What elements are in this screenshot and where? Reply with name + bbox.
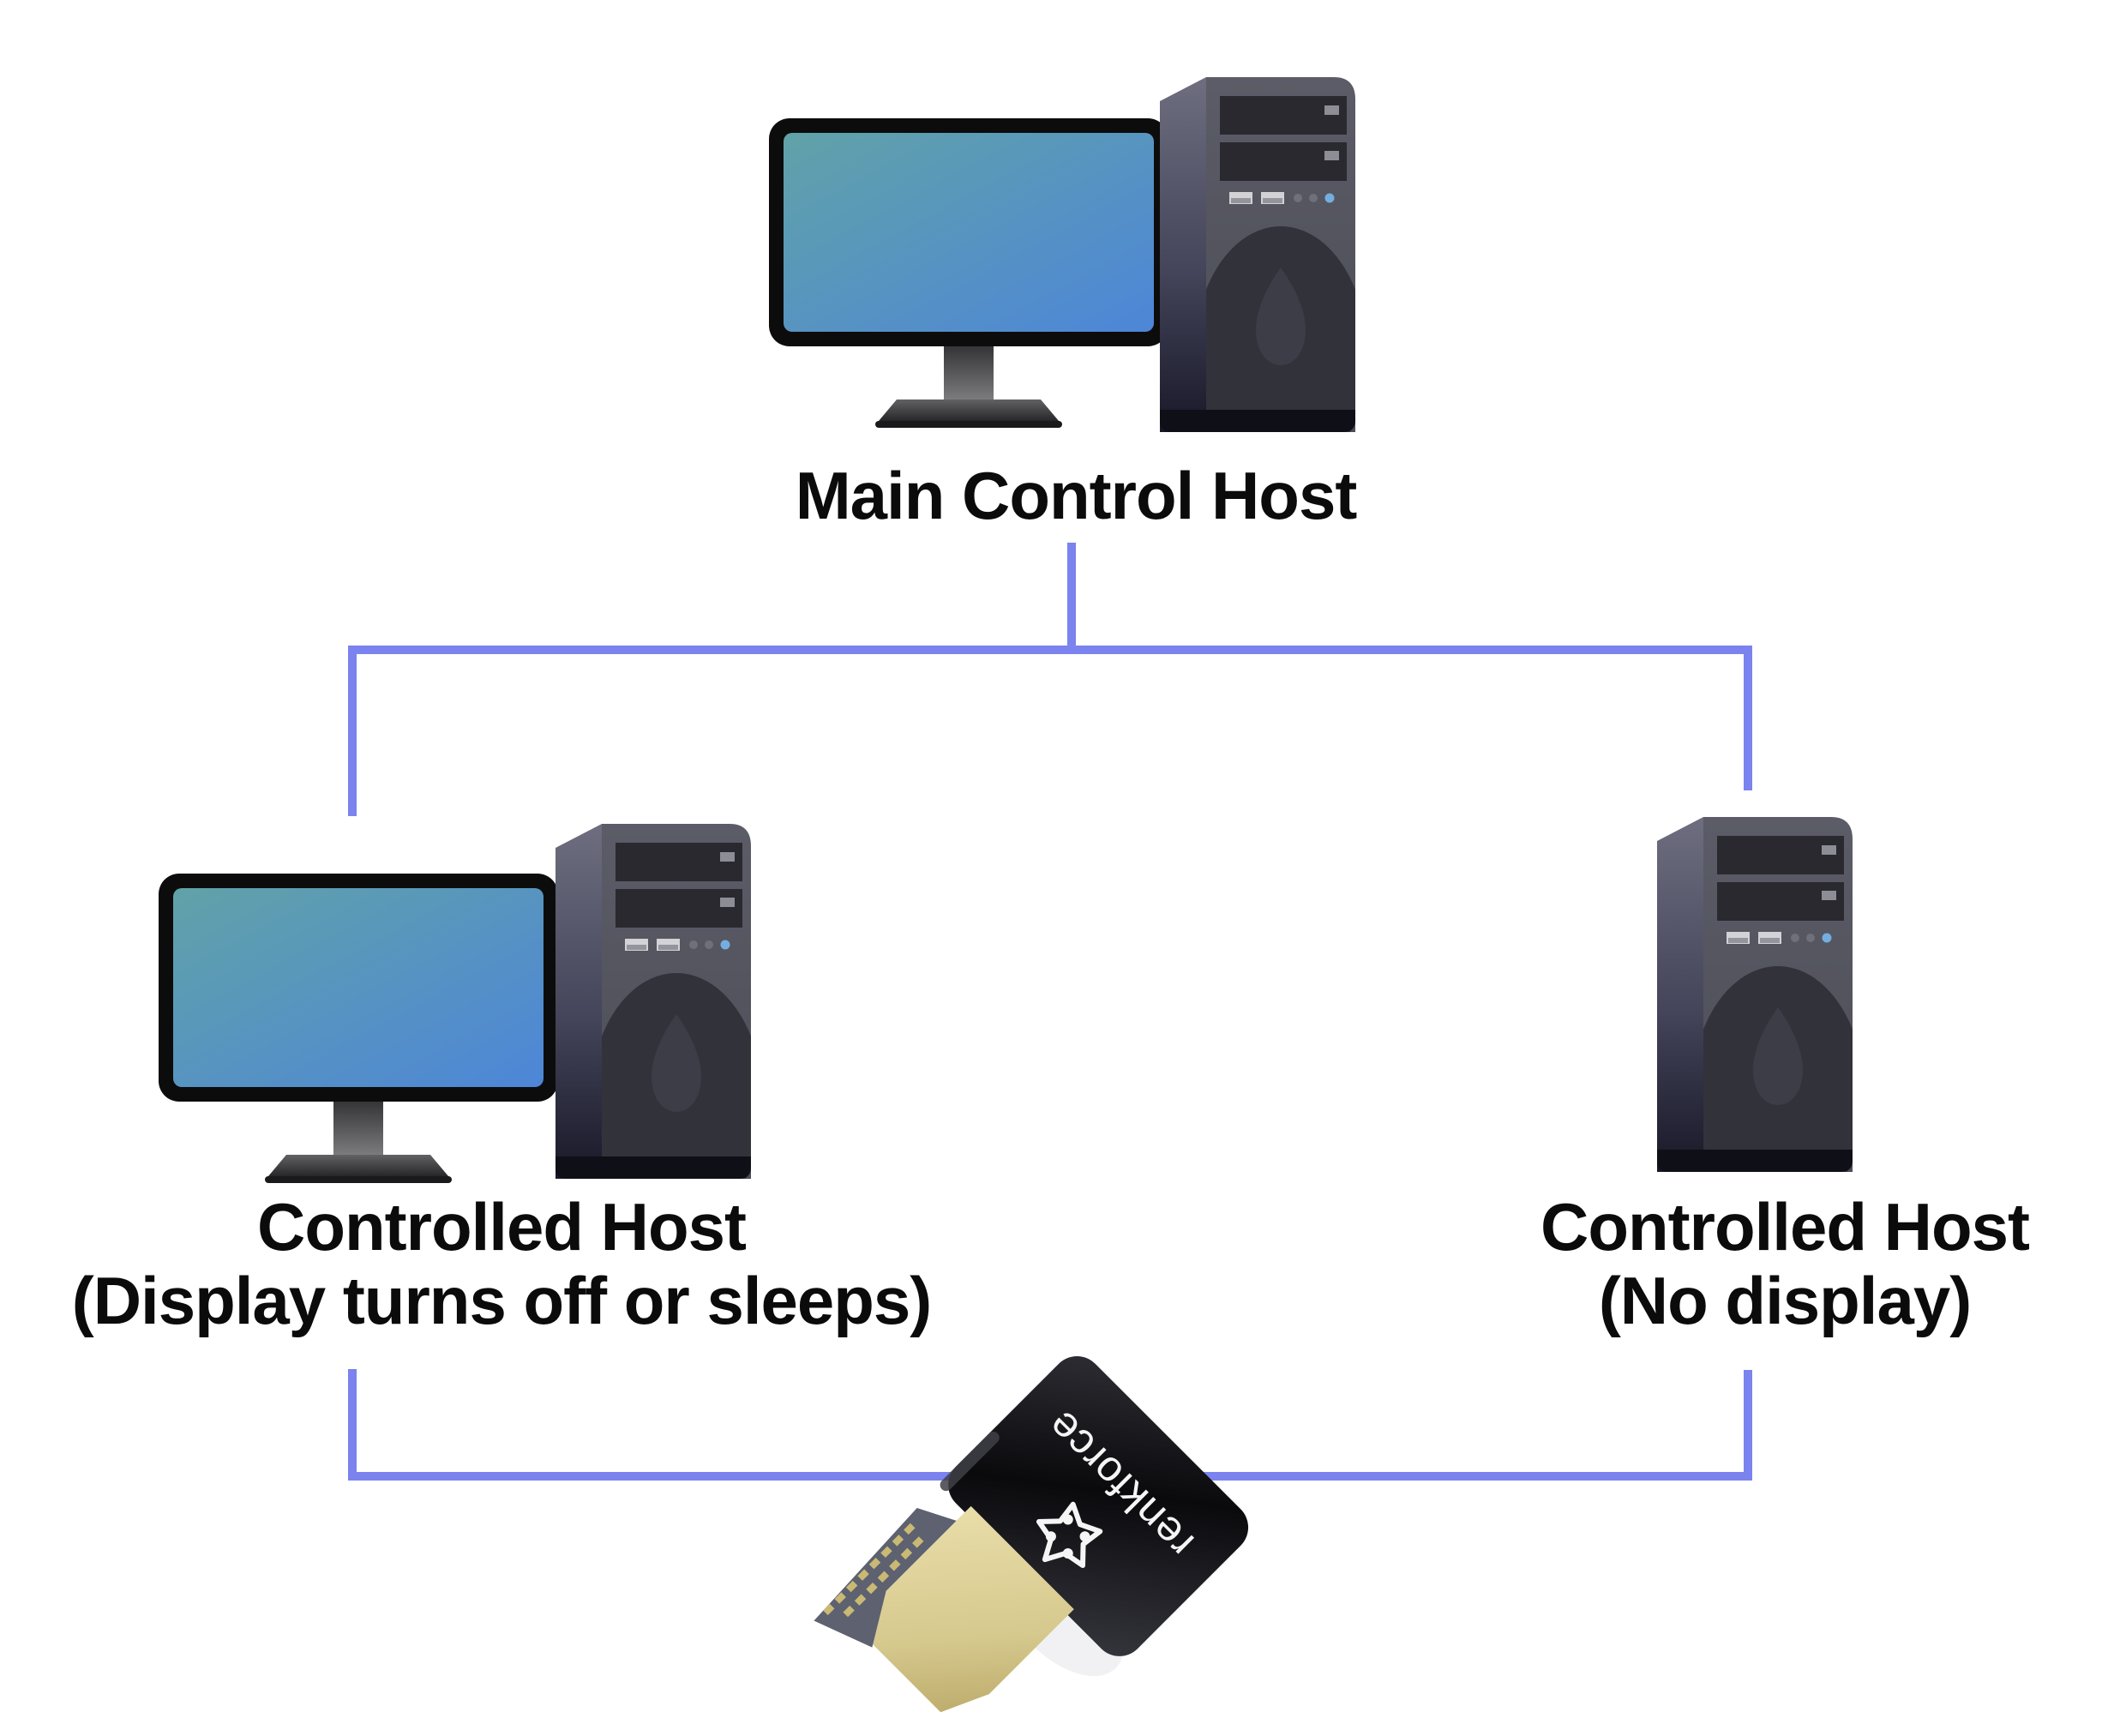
connection-line-main-drop	[1067, 543, 1076, 654]
connection-line-top-bus	[348, 646, 1752, 654]
controlled-host-right-illustration	[1650, 812, 1856, 1177]
label-line: Controlled Host	[1540, 1189, 2030, 1264]
tower-pc-icon	[1160, 77, 1367, 484]
controlled-host-left-illustration	[159, 819, 761, 1189]
label-main-control-host: Main Control Host	[795, 458, 1358, 533]
label-line: (Display turns off or sleeps)	[71, 1263, 933, 1338]
monitor-icon	[159, 874, 558, 1183]
renkforce-star-logo-icon	[1036, 1501, 1103, 1569]
label-controlled-host-left: Controlled Host (Display turns off or sl…	[71, 1189, 933, 1338]
label-controlled-host-right: Controlled Host (No display)	[1540, 1189, 2030, 1338]
monitor-icon	[769, 118, 1168, 428]
label-line: (No display)	[1598, 1263, 1972, 1338]
label-line: Controlled Host	[257, 1189, 747, 1264]
label-line: Main Control Host	[795, 458, 1358, 533]
connection-line-right-to-plug	[1744, 1370, 1752, 1474]
hdmi-pins	[823, 1523, 924, 1618]
hdmi-dummy-plug-icon: renkforce	[814, 1355, 1249, 1713]
plug-body-sheen	[940, 1431, 1000, 1492]
hdmi-connector	[870, 1505, 1074, 1713]
main-host-illustration	[769, 67, 1372, 437]
connection-line-right-drop	[1744, 654, 1752, 790]
connection-line-left-drop	[348, 654, 357, 816]
tower-pc-icon	[1657, 817, 1865, 1223]
plug-body	[948, 1355, 1249, 1656]
connection-line-left-to-plug	[348, 1369, 357, 1474]
tower-pc-icon	[556, 824, 763, 1230]
